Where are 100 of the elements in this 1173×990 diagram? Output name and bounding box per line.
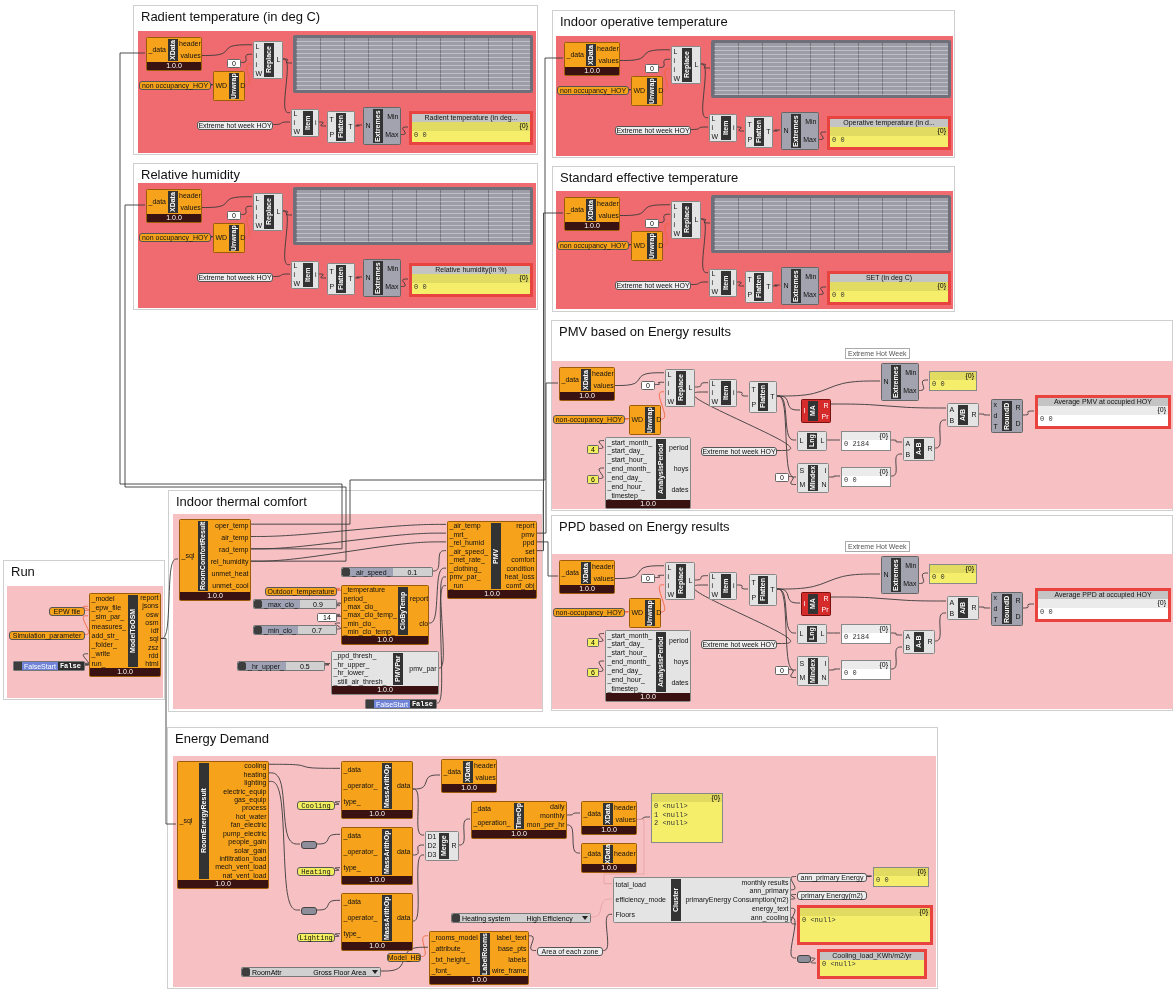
panel-box bbox=[841, 431, 891, 451]
wire bbox=[692, 391, 792, 451]
component-block bbox=[801, 592, 831, 616]
component-block bbox=[341, 893, 413, 951]
wire bbox=[889, 632, 903, 636]
wire bbox=[334, 613, 342, 617]
wire bbox=[271, 121, 291, 125]
wire bbox=[82, 605, 90, 611]
wire bbox=[622, 611, 630, 613]
wire bbox=[601, 913, 613, 951]
wire bbox=[317, 121, 327, 127]
wire bbox=[411, 844, 425, 856]
wire bbox=[379, 946, 429, 972]
relay-capsule bbox=[797, 955, 811, 963]
wire bbox=[431, 550, 447, 572]
wire bbox=[661, 68, 671, 91]
wire bbox=[243, 215, 253, 238]
wire bbox=[597, 660, 605, 672]
component-block bbox=[564, 197, 620, 231]
wire bbox=[249, 541, 447, 562]
component-block bbox=[559, 367, 615, 401]
wire bbox=[535, 212, 564, 552]
wire bbox=[735, 391, 749, 397]
component-block bbox=[671, 201, 701, 239]
panel-box bbox=[841, 467, 891, 487]
component-block bbox=[745, 271, 773, 303]
panel-box bbox=[409, 263, 533, 297]
panel-box bbox=[1035, 588, 1171, 622]
wire bbox=[661, 223, 671, 246]
data-table-viewer bbox=[711, 195, 951, 253]
component-block bbox=[341, 585, 429, 645]
wire bbox=[239, 205, 253, 215]
wire bbox=[603, 819, 645, 885]
wire bbox=[771, 284, 781, 287]
component-block bbox=[881, 556, 919, 594]
component-block bbox=[327, 111, 355, 143]
wire bbox=[1021, 603, 1035, 609]
wire bbox=[333, 867, 341, 871]
wire bbox=[271, 273, 291, 277]
wire bbox=[267, 763, 341, 769]
panel-box bbox=[827, 116, 951, 150]
wire bbox=[699, 63, 711, 69]
component-block bbox=[671, 46, 701, 84]
wire bbox=[933, 612, 947, 642]
wire bbox=[200, 44, 253, 56]
panel-box bbox=[841, 624, 891, 644]
component-block bbox=[745, 116, 773, 148]
wire bbox=[317, 273, 327, 279]
wire bbox=[889, 646, 903, 670]
panel-box bbox=[929, 564, 977, 584]
component-block bbox=[291, 261, 319, 289]
panel-box bbox=[409, 111, 533, 145]
group-frame bbox=[3, 560, 165, 700]
wire bbox=[281, 210, 293, 216]
wire bbox=[527, 935, 537, 951]
wire bbox=[435, 585, 447, 704]
group-frame bbox=[133, 163, 538, 310]
component-block bbox=[441, 759, 497, 793]
component-block bbox=[781, 112, 819, 150]
component-block bbox=[797, 656, 829, 686]
group-frame bbox=[551, 320, 1173, 511]
component-block bbox=[781, 267, 819, 305]
wire bbox=[1021, 410, 1035, 416]
number-slider bbox=[237, 661, 325, 671]
component-block bbox=[629, 405, 661, 435]
group-frame bbox=[551, 515, 1173, 711]
wire bbox=[457, 818, 471, 846]
wire bbox=[249, 57, 564, 525]
component-block bbox=[291, 109, 319, 137]
wire bbox=[825, 632, 841, 634]
wire bbox=[411, 774, 441, 790]
component-block bbox=[947, 596, 979, 620]
wire bbox=[653, 574, 665, 578]
number-slider bbox=[341, 567, 433, 577]
wire bbox=[82, 653, 90, 666]
component-block bbox=[797, 624, 827, 644]
panel-box bbox=[827, 271, 951, 305]
wire bbox=[789, 907, 797, 925]
component-block bbox=[903, 437, 935, 461]
component-block bbox=[581, 801, 637, 835]
group-title: Relative humidity bbox=[141, 167, 240, 182]
component-block bbox=[947, 403, 979, 427]
wire bbox=[889, 439, 903, 443]
group-title: PPD based on Energy results bbox=[559, 519, 730, 534]
component-block bbox=[709, 114, 737, 142]
component-block bbox=[341, 761, 413, 819]
wire bbox=[82, 615, 90, 635]
wire bbox=[535, 541, 559, 577]
number-slider bbox=[253, 625, 337, 635]
wire bbox=[622, 418, 630, 420]
wire bbox=[789, 876, 797, 891]
component-block bbox=[253, 41, 283, 79]
wire bbox=[597, 467, 605, 479]
group-title: Radient temperature (in deg C) bbox=[141, 9, 321, 24]
component-block bbox=[797, 431, 827, 451]
wire bbox=[789, 916, 797, 959]
wire bbox=[771, 129, 781, 132]
value-list bbox=[241, 967, 381, 977]
wire bbox=[411, 854, 425, 922]
wire bbox=[977, 606, 991, 609]
